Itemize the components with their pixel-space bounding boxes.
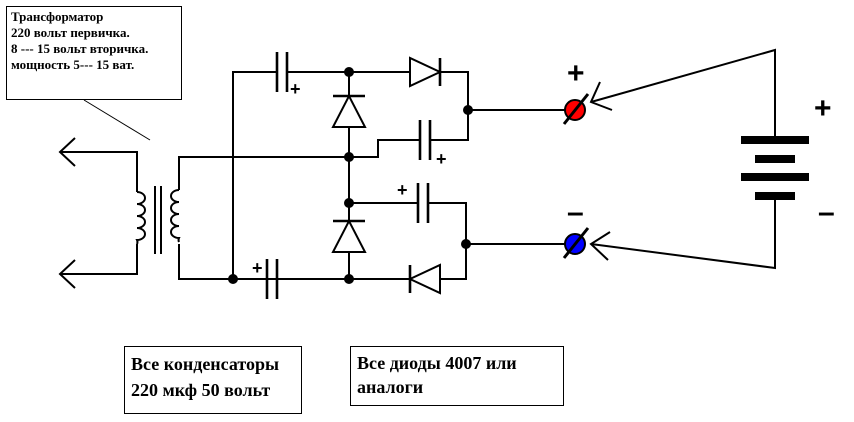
positive-terminal	[562, 93, 590, 125]
diodes-note-line1: Все диоды 4007 или	[357, 353, 517, 373]
capacitors-note: Все конденсаторы 220 мкф 50 вольт	[124, 346, 302, 414]
battery-connection	[589, 48, 776, 270]
transformer-note-line4: мощность 5--- 15 ват.	[11, 57, 135, 72]
diodes-note: Все диоды 4007 или аналоги	[350, 346, 564, 406]
transformer-note-line2: 220 вольт первичка.	[11, 25, 130, 40]
diode-d4	[349, 244, 467, 295]
diodes-note-line2: аналоги	[357, 377, 424, 397]
capacitor-c1	[275, 52, 289, 92]
negative-terminal	[562, 227, 590, 259]
diode-d3	[331, 218, 367, 253]
c4-plus-sign: +	[252, 258, 263, 278]
capacitors-note-line2: 220 мкф 50 вольт	[131, 380, 271, 400]
diode-d2	[331, 93, 367, 128]
secondary-wiring	[178, 71, 349, 280]
c3-plus-sign: +	[397, 180, 408, 200]
secondary-coil	[170, 189, 181, 243]
capacitors-note-line1: Все конденсаторы	[131, 354, 280, 374]
primary-coil	[135, 191, 146, 245]
transformer	[135, 186, 181, 254]
transformer-note-line1: Трансформатор	[11, 9, 104, 24]
c2-plus-sign: +	[436, 149, 447, 169]
battery-plus-sign: +	[814, 92, 832, 125]
terminal-plus-sign: +	[567, 57, 585, 90]
terminal-minus-sign: –	[567, 196, 584, 229]
transformer-note-line3: 8 --- 15 вольт вторичка.	[11, 41, 149, 56]
diode-d1	[349, 56, 469, 110]
primary-input-arrows	[58, 137, 138, 289]
c1-plus-sign: +	[290, 79, 301, 99]
capacitor-c2	[349, 110, 469, 160]
capacitor-c4	[265, 259, 279, 299]
junction-dots	[228, 67, 473, 284]
transformer-note: Трансформатор 220 вольт первичка. 8 --- …	[6, 6, 182, 100]
battery-minus-sign: –	[818, 196, 835, 229]
capacitor-c3	[349, 183, 467, 244]
battery	[741, 136, 809, 200]
note-pointer-line	[83, 99, 151, 141]
